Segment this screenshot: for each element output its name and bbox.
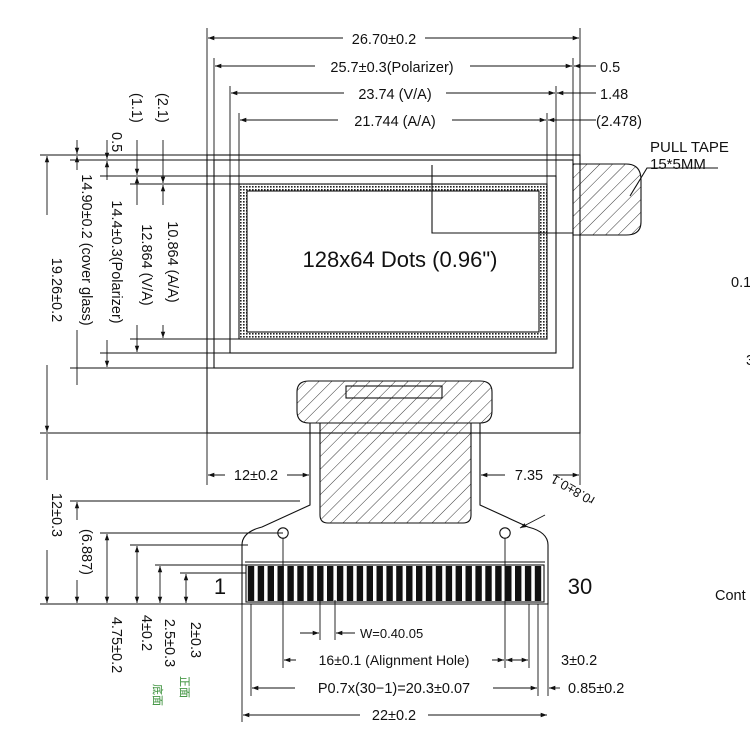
pull-tape-label: PULL TAPE [650, 139, 729, 156]
label-fpc-left-width: 12±0.2 [234, 468, 278, 484]
fpc-pin [356, 566, 364, 601]
fpc-pin [396, 566, 403, 601]
fpc-pin [376, 566, 383, 601]
label-aa-height: 10.864 (A/A) [164, 221, 180, 302]
fpc-pin [524, 566, 532, 601]
fpc-pin [307, 566, 314, 601]
polarizer-outline [213, 159, 574, 369]
fpc-pin [267, 566, 274, 601]
label-fpc-width: 22±0.2 [372, 708, 416, 724]
fpc-pin [416, 566, 423, 601]
fpc-body [319, 422, 472, 524]
fpc-pin [406, 566, 413, 601]
fpc-slot [345, 385, 443, 399]
fpc-pin [465, 566, 472, 601]
fpc-pin [277, 566, 284, 601]
fpc-pin [435, 566, 443, 601]
fpc-pin [485, 566, 492, 601]
active-area-inner [246, 190, 540, 333]
fpc-pin [455, 566, 462, 601]
label-polarizer-offset: 0.5 [600, 60, 620, 76]
label-alignment-hole: 16±0.1 (Alignment Hole) [319, 652, 470, 668]
label-fpc-right-offset: 7.35 [515, 468, 543, 484]
label-polarizer-height: 14.4±0.3(Polarizer) [108, 200, 124, 323]
label-overall-width: 26.70±0.2 [352, 32, 416, 48]
fpc-pin [534, 566, 542, 601]
label-pitch: P0.7x(30−1)=20.3±0.07 [318, 681, 470, 697]
label-aa-offset: (2.478) [596, 114, 642, 130]
fpc-pin [445, 566, 453, 601]
edge-label-right-bottom: Cont [715, 588, 746, 604]
label-fpc-radius: r0.8±0.1 [548, 471, 597, 508]
label-edge-05: 0.5 [108, 132, 124, 152]
label-edge-offset: 0.85±0.2 [568, 681, 624, 697]
fpc-pin [247, 566, 255, 601]
label-cover-glass: 14.90±0.2 (cover glass) [78, 174, 94, 325]
fpc-pin [505, 566, 512, 601]
label-fpc-total: 12±0.3 [48, 493, 64, 537]
label-fpc-2: 2±0.3 [187, 622, 203, 658]
display-resolution-label: 128x64 Dots (0.96") [303, 247, 498, 272]
pull-tape-leader [629, 167, 718, 197]
label-front-side: 正面 [178, 676, 191, 698]
fpc-pin [366, 566, 373, 601]
viewing-area-outline [229, 175, 557, 354]
fpc-pin [317, 566, 324, 601]
label-edge-21: (2.1) [154, 93, 170, 123]
fpc-pin [336, 566, 344, 601]
pin-row-band [245, 564, 545, 603]
label-va-width: 23.74 (V/A) [358, 87, 431, 103]
edge-label-right-mid: 3 [746, 353, 750, 369]
fpc-pin [327, 566, 334, 601]
label-aa-width: 21.744 (A/A) [354, 114, 435, 130]
fpc-pin [495, 566, 502, 601]
fpc-outline [241, 423, 549, 605]
fpc-pin [425, 566, 433, 601]
pull-tape-size: 15*5MM [650, 156, 706, 173]
fpc-pins [247, 566, 542, 601]
label-va-height: 12.864 (V/A) [138, 224, 154, 305]
fpc-pin [386, 566, 393, 601]
label-edge-11: (1.1) [128, 93, 144, 123]
label-pin-width: W=0.40.05 [360, 626, 423, 641]
label-fpc-475: 4.75±0.2 [108, 617, 124, 673]
fpc-pin [287, 566, 294, 601]
fpc-stiffener [296, 380, 493, 424]
fpc-pin [346, 566, 354, 601]
fpc-pin [257, 566, 265, 601]
label-fpc-4: 4±0.2 [138, 615, 154, 651]
label-total-height: 19.26±0.2 [48, 258, 64, 322]
alignment-hole-right [499, 527, 511, 539]
fpc-pin [515, 566, 522, 601]
label-va-offset: 1.48 [600, 87, 628, 103]
label-fpc-6887: (6.887) [78, 529, 94, 575]
fpc-pin [475, 566, 482, 601]
fpc-pin [297, 566, 304, 601]
label-fpc-25: 2.5±0.3 [161, 619, 177, 667]
label-polarizer-width: 25.7±0.3(Polarizer) [330, 60, 453, 76]
pull-tape [572, 163, 642, 236]
edge-label-right-top: 0.1 [731, 275, 750, 291]
label-back-side: 底面 [151, 684, 165, 706]
display-text-leader [431, 165, 573, 234]
label-hole-offset: 3±0.2 [561, 653, 597, 669]
pin-last-label: 30 [568, 574, 592, 599]
pin-first-label: 1 [214, 574, 226, 599]
